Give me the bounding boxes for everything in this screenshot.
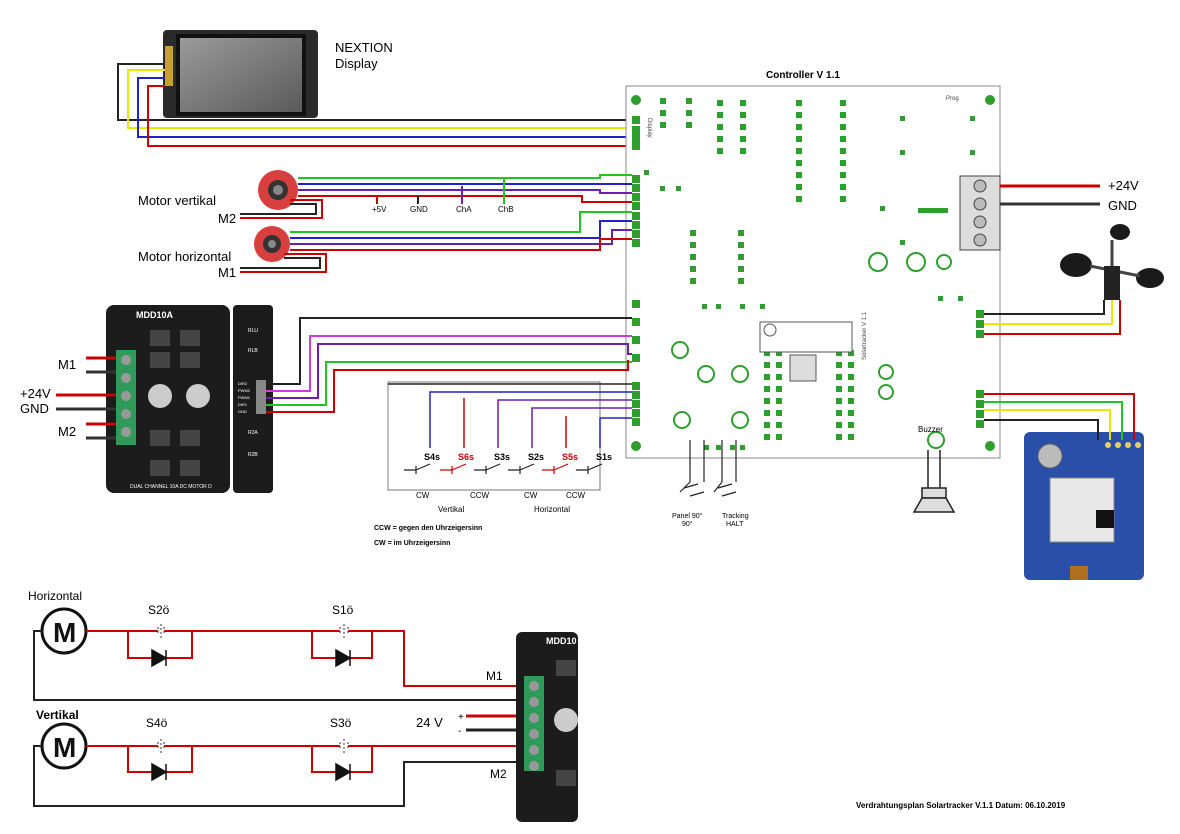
dir-ccw-2: CCW: [566, 491, 586, 500]
signal-cha: ChA: [456, 205, 472, 214]
ic-socket-1: [660, 98, 692, 128]
signal-gnd: GND: [410, 205, 428, 214]
bottom-wires: [33, 630, 524, 807]
footer-text: Verdrahtungsplan Solartracker V.1.1 Datu…: [856, 801, 1066, 810]
controller-board: Prog Display Solartracker V 1.1: [625, 85, 1001, 459]
switch-s6s: S6s: [458, 452, 474, 462]
dir-cw-1: CW: [416, 491, 430, 500]
power-gnd-label: GND: [1108, 198, 1137, 213]
ic-socket-5: [764, 350, 854, 440]
display-wires: [117, 63, 628, 147]
power-wires: [1000, 184, 1100, 206]
push-buttons: [679, 440, 737, 497]
motor-horizontal-tag: M1: [218, 265, 236, 280]
bottom-horizontal-label: Horizontal: [28, 589, 82, 603]
motor-vertical-label: Motor vertikal: [138, 193, 216, 208]
signal-5v: +5V: [372, 205, 387, 214]
button-tracking-label: Tracking: [722, 513, 749, 520]
driver-pin-rlb: RLB: [248, 348, 258, 354]
mdd10a-driver: MDD10A DUAL CHANNEL 10A DC MOTOR D RLU R…: [106, 305, 273, 493]
button-panel-label: Panel 90°: [672, 512, 703, 520]
driver-name: MDD10A: [136, 310, 174, 320]
driver-24v-label: +24V: [20, 386, 51, 401]
ic-socket-2: [717, 100, 746, 154]
bottom-voltage-label: 24 V: [416, 715, 443, 730]
anemometer: [1060, 224, 1164, 300]
motor-vertical-tag: M2: [218, 211, 236, 226]
bottom-m1-label: M1: [486, 669, 503, 683]
controller-title: Controller V 1.1: [766, 70, 840, 81]
bottom-m2-label: M2: [490, 767, 507, 781]
nextion-display: [163, 30, 318, 118]
limit-switch-box: [387, 381, 601, 491]
switch-s4o: S4ö: [146, 716, 168, 730]
motor-horizontal: [254, 226, 290, 262]
display-title-2: Display: [335, 56, 378, 71]
driver-header-pwm2: PWM2: [238, 388, 251, 393]
switch-symbols: [404, 463, 603, 474]
legend-cw: CW = im Uhrzeigersinn: [374, 540, 450, 547]
motor-signal-labels: +5V GND ChA ChB: [372, 205, 514, 214]
switch-s1s: S1s: [596, 452, 612, 462]
prog-label: Prog: [946, 96, 959, 102]
gps-module: [1024, 432, 1144, 580]
motor-m-horizontal: M: [53, 617, 76, 648]
motor-symbol-horizontal: M: [40, 607, 88, 655]
group-vertical: Vertikal: [438, 505, 464, 514]
switch-wires: [388, 383, 632, 448]
switch-s2s: S2s: [528, 452, 544, 462]
bottom-driver-slice: MDD10: [516, 632, 578, 822]
anemometer-wires: [984, 300, 1121, 335]
bottom-switch-gaps: [157, 624, 349, 753]
driver-pin-r2a: R2A: [248, 430, 258, 436]
switch-s3s: S3s: [494, 452, 510, 462]
group-horizontal: Horizontal: [534, 505, 570, 514]
ic-socket-4: [690, 230, 744, 284]
button-panel-label-2: 90°: [682, 520, 693, 528]
switch-s3o: S3ö: [330, 716, 352, 730]
switch-s1o: S1ö: [332, 603, 354, 617]
motor-symbol-vertical: M: [40, 722, 88, 770]
button-halt-label: HALT: [726, 521, 744, 528]
left-connector-pads: [632, 116, 984, 428]
driver-gnd-label: GND: [20, 401, 49, 416]
bottom-plus-label: +: [458, 712, 464, 723]
driver-caption: DUAL CHANNEL 10A DC MOTOR D: [130, 484, 212, 490]
power-plus-label: +24V: [1108, 178, 1139, 193]
ic-socket-3: [796, 100, 846, 202]
legend-ccw: CCW = gegen den Uhrzeigersinn: [374, 525, 482, 532]
bottom-minus-label: -: [458, 726, 461, 737]
motor-horizontal-label: Motor horizontal: [138, 249, 231, 264]
display-conn-label: Display: [646, 118, 652, 138]
driver-pin-r2b: R2B: [248, 452, 258, 458]
gps-wires: [984, 393, 1135, 440]
bottom-diodes: [151, 648, 352, 782]
driver-left-wires: [56, 356, 116, 440]
switch-s4s: S4s: [424, 452, 440, 462]
driver-m2-label: M2: [58, 424, 76, 439]
switch-s5s: S5s: [562, 452, 578, 462]
bottom-driver-name: MDD10: [546, 636, 577, 646]
driver-m1-label: M1: [58, 357, 76, 372]
motor-wires: [240, 174, 632, 273]
driver-header-gnd: GND: [238, 409, 247, 414]
driver-pin-rlu: RLU: [248, 328, 258, 334]
motor-vertical: [258, 170, 298, 210]
switch-s2o: S2ö: [148, 603, 170, 617]
driver-header-dir2: DIR2: [238, 381, 248, 386]
motor-m-vertical: M: [53, 732, 76, 763]
driver-header-pwm1: PWM1: [238, 395, 251, 400]
switch-labels: S4s S6s S3s S2s S5s S1s: [424, 452, 612, 462]
driver-signal-wires: [266, 317, 632, 413]
driver-header-dir1: DIR1: [238, 402, 248, 407]
buzzer: [912, 450, 956, 513]
board-side-label: Solartracker V 1.1: [862, 311, 868, 360]
signal-chb: ChB: [498, 205, 514, 214]
dir-cw-2: CW: [524, 491, 538, 500]
display-title-1: NEXTION: [335, 40, 393, 55]
bottom-vertical-label: Vertikal: [36, 708, 79, 722]
buzzer-label: Buzzer: [918, 425, 943, 434]
dir-ccw-1: CCW: [470, 491, 490, 500]
